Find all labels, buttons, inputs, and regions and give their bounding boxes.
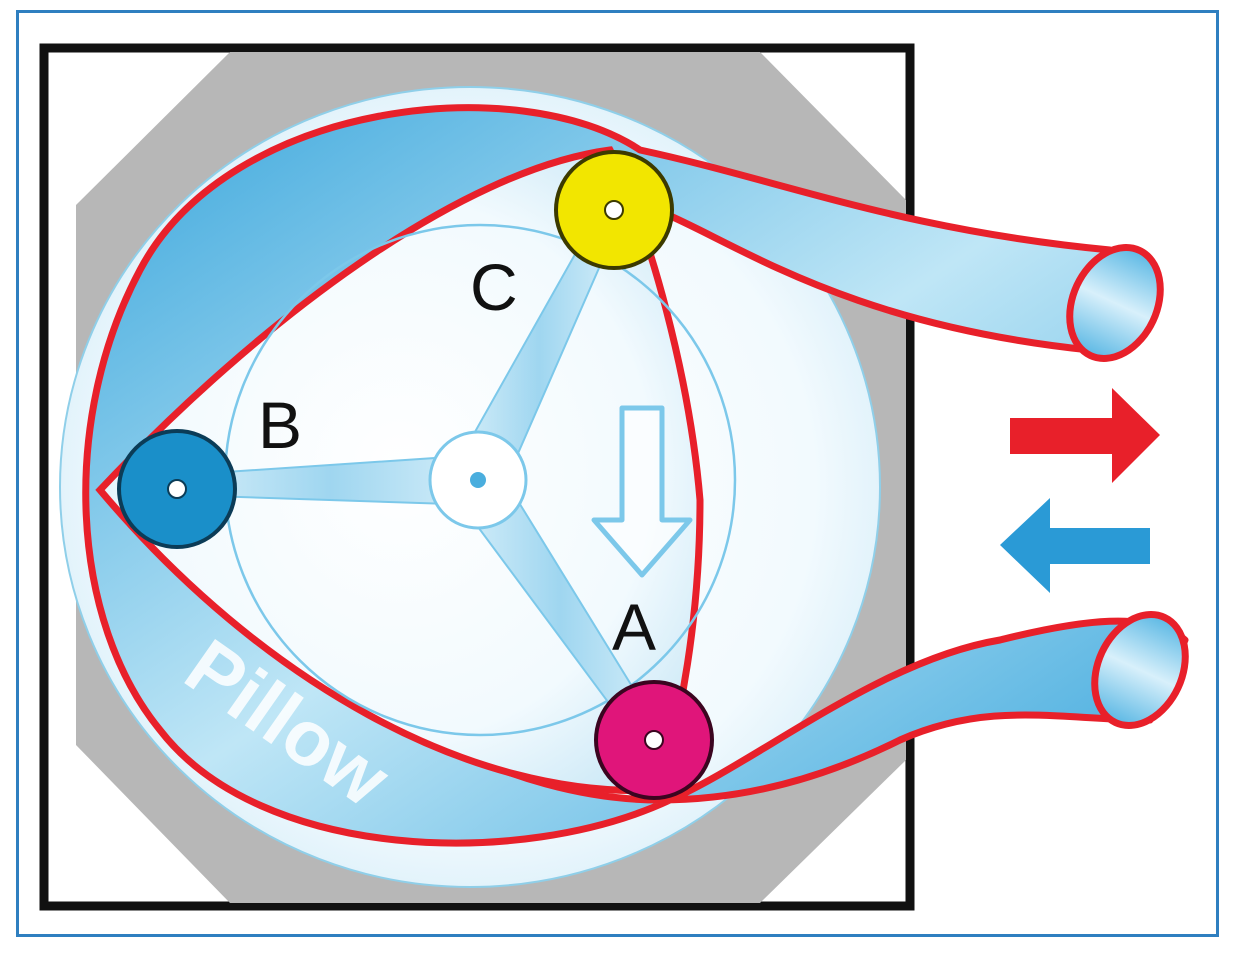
roller-c [554,150,674,270]
flow-out-arrow-icon [1010,388,1160,483]
flow-in-arrow-icon [1000,498,1150,593]
rotor-hub-center [470,472,486,488]
roller-a [594,680,714,800]
lower-hose-opening [1091,611,1189,729]
roller-b [117,429,237,549]
rotation-direction-icon [591,405,693,578]
label-roller-a: A [612,590,656,664]
label-roller-c: C [470,250,518,324]
label-roller-b: B [258,388,302,462]
upper-hose-opening [1066,244,1164,362]
